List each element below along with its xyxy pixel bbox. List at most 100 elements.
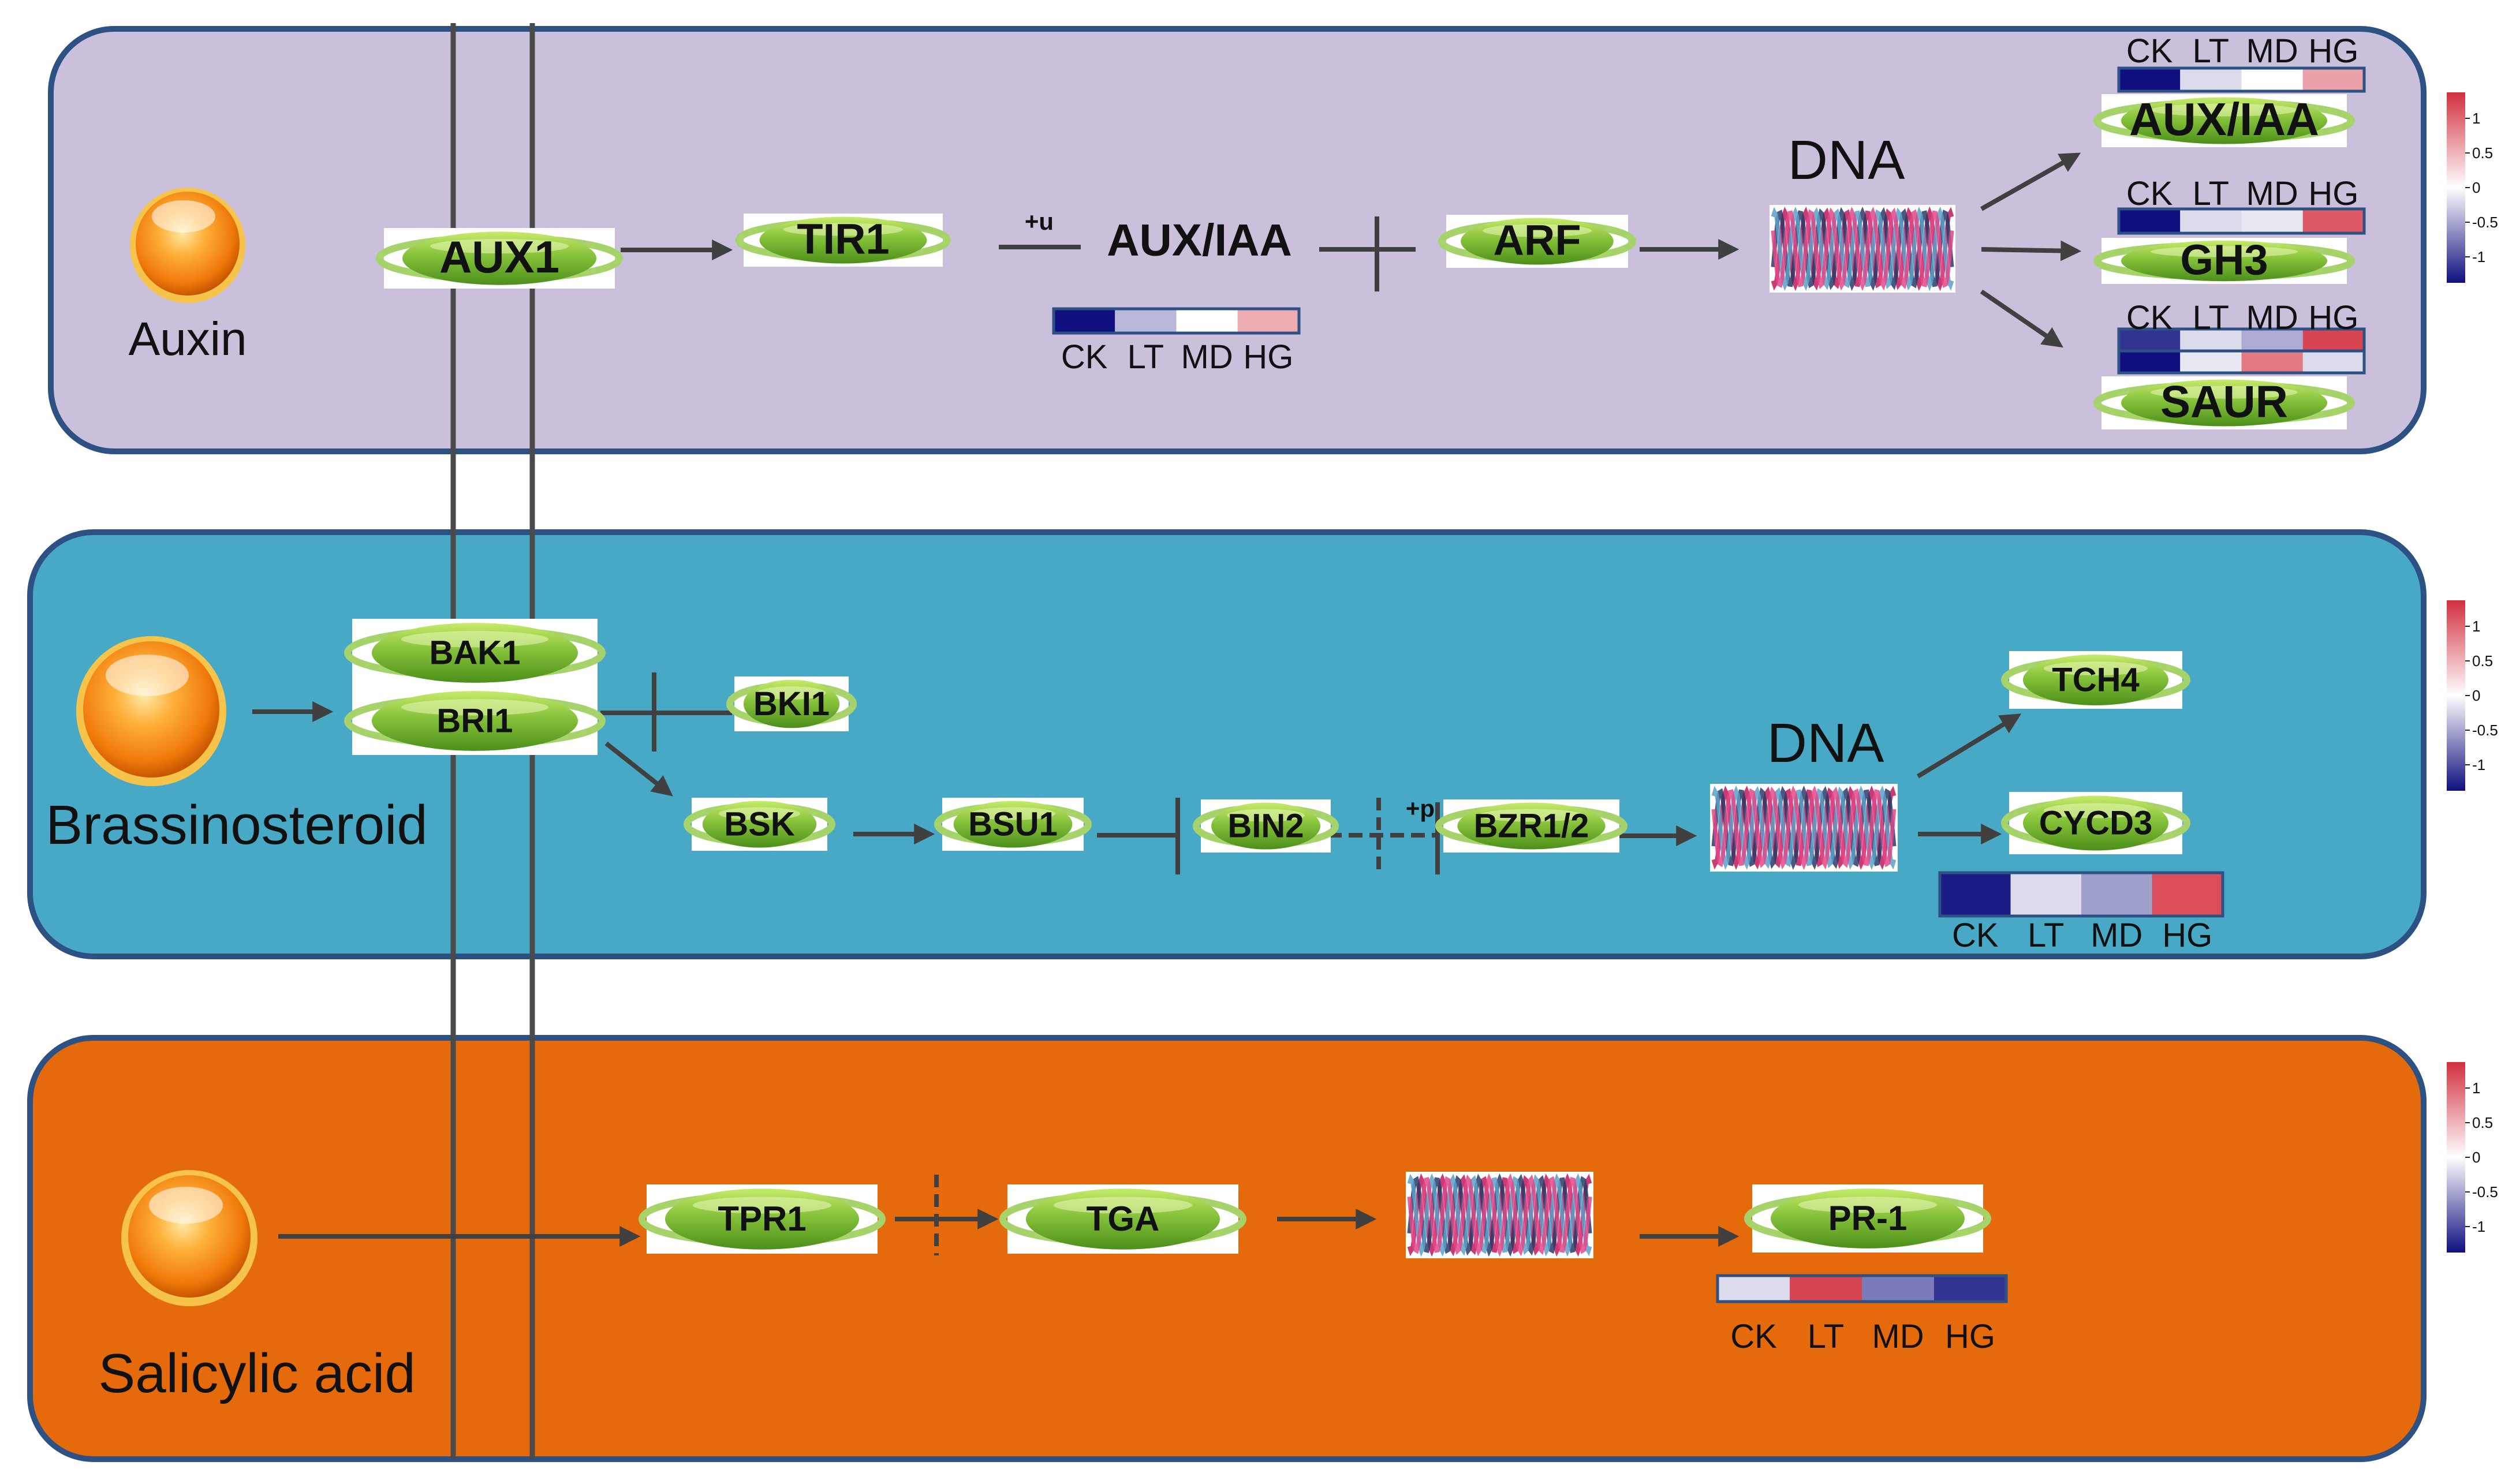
dna-layer	[1406, 205, 1955, 1258]
gene-node-bsu1: BSU1	[934, 798, 1092, 851]
scale-tick: -0.5	[2472, 1183, 2498, 1201]
heatmap-cell	[2180, 209, 2242, 233]
gene-node-tch4: TCH4	[2001, 651, 2190, 709]
gene-label-tpr1: TPR1	[718, 1199, 806, 1238]
heatmap-label: HG	[2308, 32, 2358, 70]
heatmap-cell	[1790, 1276, 1862, 1302]
scale-tick: 0	[2472, 687, 2480, 704]
heatmap-cell	[2302, 351, 2364, 373]
gene-label-bak1: BAK1	[430, 634, 521, 671]
gene-label-bzr1-2: BZR1/2	[1474, 807, 1589, 844]
gene-label-cycd3: CYCD3	[2039, 804, 2153, 842]
heatmap-cell	[2241, 68, 2303, 91]
gene-label-gh3: GH3	[2180, 236, 2268, 284]
scale-tick: 1	[2472, 1079, 2480, 1097]
heatmap-label: MD	[1181, 338, 1233, 376]
heatmap-cell	[2119, 329, 2181, 351]
heatmap-cell	[1940, 873, 2011, 916]
scale-tick: 0	[2472, 1149, 2480, 1166]
heatmap-label: LT	[2193, 32, 2229, 70]
gene-node-saur: SAUR	[2093, 376, 2355, 429]
heatmap-cell	[1176, 309, 1238, 333]
gene-label-pr-1: PR-1	[1828, 1199, 1908, 1238]
heatmap-cell	[2241, 329, 2303, 351]
gene-node-aux-iaa: AUX/IAA	[1107, 215, 1292, 266]
heatmap-label: CK	[2126, 299, 2173, 337]
phosphorylation-label: +p	[1406, 795, 1435, 822]
gene-label-tir1: TIR1	[797, 215, 889, 263]
heatmap-label: CK	[2126, 175, 2173, 212]
heatmap-label: MD	[1872, 1318, 1924, 1355]
gene-node-tga: TGA	[999, 1184, 1246, 1254]
gene-node-tir1: TIR1	[736, 214, 951, 267]
color-scale-1: 10.50-0.5-1	[2447, 600, 2498, 791]
scale-tick: -1	[2472, 1218, 2485, 1235]
heatmap-label: HG	[1243, 338, 1293, 376]
heatmap-cell	[2119, 351, 2181, 373]
heatmap-cell	[2180, 68, 2242, 91]
gene-label-arf: ARF	[1493, 216, 1581, 264]
heatmap-cell	[2180, 329, 2242, 351]
salicylic-label: Salicylic acid	[98, 1343, 416, 1404]
color-scale-2: 1 0.5 0 -0.5 -1	[2447, 1062, 2498, 1253]
heatmap-cell	[1054, 309, 1115, 333]
gene-label-aux-iaa-output: AUX/IAA	[2129, 94, 2319, 145]
heatmap-label: CK	[1952, 917, 1999, 954]
gene-node-bzr1-2: BZR1/2	[1435, 799, 1627, 853]
heatmap-cell	[2152, 873, 2223, 916]
gene-label-bsk: BSK	[724, 805, 795, 843]
gene-label-bri1: BRI1	[436, 702, 513, 739]
dna-helix-salicylic-icon	[1406, 1172, 1593, 1258]
heatmap-label: LT	[2193, 299, 2229, 337]
heatmap-label: CK	[1061, 338, 1108, 376]
heatmap-label: MD	[2246, 175, 2298, 212]
scale-tick: 0.5	[2472, 1114, 2493, 1131]
scale-tick: 0.5	[2472, 652, 2493, 670]
dna-label-brassinosteroid: DNA	[1767, 712, 1884, 774]
heatmap-label: HG	[2162, 917, 2212, 954]
ubiquitination-label: +u	[1025, 208, 1054, 235]
gene-node-tpr1: TPR1	[639, 1184, 886, 1254]
heatmap-cell	[2081, 873, 2152, 916]
dna-label-auxin: DNA	[1788, 129, 1905, 191]
arrows	[252, 152, 2082, 1247]
gene-node-aux-iaa-output: AUX/IAA	[2093, 94, 2355, 147]
heatmap-cell	[1237, 309, 1299, 333]
gene-node-aux1: AUX1	[376, 228, 623, 289]
scale-tick: -0.5	[2472, 722, 2498, 739]
gene-label-saur: SAUR	[2160, 376, 2288, 427]
scale-tick: 1	[2472, 110, 2480, 127]
heatmap-cell	[2302, 68, 2364, 91]
scale-tick: -0.5	[2472, 214, 2498, 231]
gene-label-bin2: BIN2	[1227, 807, 1304, 844]
scale-tick: 0.5	[2472, 144, 2493, 162]
heatmap-cell	[1862, 1276, 1934, 1302]
heatmap-cell	[2010, 873, 2081, 916]
heatmap-label: MD	[2091, 917, 2142, 954]
dna-helix-auxin-icon	[1770, 205, 1955, 293]
heatmap-label: CK	[1730, 1318, 1777, 1355]
gene-label-tch4: TCH4	[2052, 661, 2139, 698]
gene-node-bsk: BSK	[684, 798, 835, 851]
scale-tick: 1	[2472, 618, 2480, 635]
heatmap-aux_iaa_mid: CK LT MD HG	[1052, 307, 1301, 376]
dna-helix-brassinosteroid-icon	[1710, 784, 1898, 872]
auxin-panel	[48, 26, 2427, 454]
heatmap-label: LT	[1128, 338, 1164, 376]
heatmap-label: LT	[1808, 1318, 1844, 1355]
heatmap-cell	[2180, 351, 2242, 373]
connectors	[600, 216, 1440, 1255]
brassinosteroid-label: Brassinosteroid	[46, 794, 428, 856]
heatmap-cell	[2241, 351, 2303, 373]
heatmap-cell	[2241, 209, 2303, 233]
gene-node-arf: ARF	[1438, 215, 1636, 268]
heatmap-saur_2	[2117, 349, 2366, 375]
salicylic-sphere-icon	[121, 1170, 257, 1306]
